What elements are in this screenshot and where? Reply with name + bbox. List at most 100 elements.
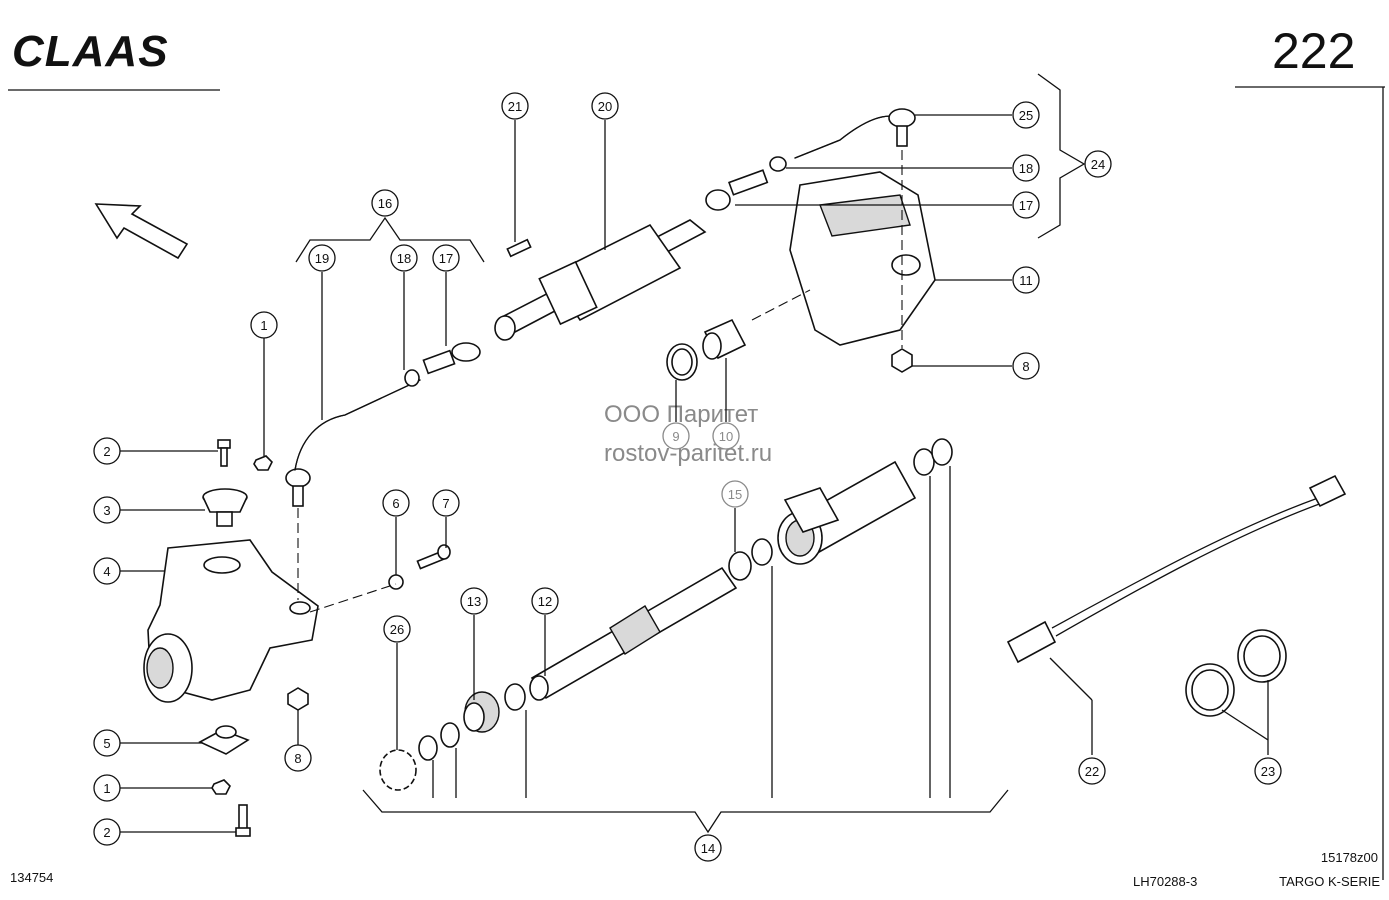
callout-19: 19	[308, 244, 336, 272]
callout-1-upper: 1	[250, 311, 278, 339]
watermark-website: rostov-paritet.ru	[604, 440, 772, 467]
svg-text:13: 13	[467, 594, 481, 609]
page-number: 222	[1272, 23, 1355, 79]
cylinder-tube-lower	[777, 460, 917, 565]
callout-26: 26	[383, 615, 411, 643]
callout-1-lower: 1	[93, 774, 121, 802]
svg-text:6: 6	[392, 496, 399, 511]
callout-15: 15	[721, 480, 749, 508]
footer-series: TARGO K-SERIE	[1279, 874, 1380, 889]
svg-text:5: 5	[103, 736, 110, 751]
nut-8-upper	[891, 348, 913, 373]
callout-18-upper: 18	[1012, 154, 1040, 182]
svg-text:18: 18	[397, 251, 411, 266]
callout-12: 12	[531, 587, 559, 615]
callout-24: 24	[1084, 150, 1112, 178]
piston-13	[463, 691, 500, 733]
callout-21: 21	[501, 92, 529, 120]
callout-8-lower: 8	[284, 744, 312, 772]
washer-18-left	[404, 369, 420, 387]
callout-11: 11	[1012, 266, 1040, 294]
svg-text:12: 12	[538, 594, 552, 609]
svg-text:4: 4	[103, 564, 110, 579]
sensor-22	[1006, 474, 1347, 664]
svg-text:18: 18	[1019, 161, 1033, 176]
svg-text:3: 3	[103, 503, 110, 518]
svg-text:23: 23	[1261, 764, 1275, 779]
footer: 134754 15178z00 LH70288-3 TARGO K-SERIE	[10, 850, 1380, 889]
callout-16: 16	[371, 189, 399, 217]
callout-22: 22	[1078, 757, 1106, 785]
pivot-housing-11	[751, 171, 936, 346]
hydraulic-pipe-19	[294, 379, 421, 471]
callout-23: 23	[1254, 757, 1282, 785]
callout-9: 9	[662, 422, 690, 450]
svg-text:1: 1	[260, 318, 267, 333]
header: CLAAS 222	[8, 23, 1385, 880]
steering-knuckle	[143, 539, 319, 703]
banjo-bolt-25	[888, 108, 916, 147]
callout-13: 13	[460, 587, 488, 615]
svg-text:7: 7	[442, 496, 449, 511]
callout-2-lower: 2	[93, 818, 121, 846]
lower-pivot-cap	[198, 725, 250, 755]
svg-text:22: 22	[1085, 764, 1099, 779]
callout-2-upper: 2	[93, 437, 121, 465]
piston-rod-12	[529, 566, 738, 701]
banjo-bolt-lower	[285, 468, 311, 711]
svg-text:14: 14	[701, 841, 715, 856]
washer-6	[388, 574, 404, 590]
callout-6: 6	[382, 489, 410, 517]
svg-text:1: 1	[103, 781, 110, 796]
callout-14: 14	[694, 834, 722, 862]
svg-text:16: 16	[378, 196, 392, 211]
callout-17-upper: 17	[1012, 191, 1040, 219]
footer-drawing-code: 15178z00	[1321, 850, 1378, 865]
svg-text:24: 24	[1091, 157, 1105, 172]
callout-20: 20	[591, 92, 619, 120]
callout-8-upper: 8	[1012, 352, 1040, 380]
retaining-ring-26	[379, 749, 417, 791]
footer-document-code: LH70288-3	[1133, 874, 1197, 889]
upper-pivot-cap	[202, 488, 248, 527]
callout-10: 10	[712, 422, 740, 450]
union-17-upper	[705, 169, 769, 211]
svg-text:2: 2	[103, 444, 110, 459]
svg-text:15: 15	[728, 487, 742, 502]
seal-rings	[418, 438, 953, 761]
svg-text:19: 19	[315, 251, 329, 266]
leader-lines	[119, 73, 1269, 834]
part-drawings	[143, 108, 1347, 837]
direction-arrow-icon	[94, 203, 189, 260]
hose-clamps-23	[1185, 629, 1287, 717]
svg-text:8: 8	[1022, 359, 1029, 374]
watermark: ООО Паритет rostov-paritet.ru	[604, 401, 772, 467]
callout-18-left: 18	[390, 244, 418, 272]
svg-text:9: 9	[672, 429, 679, 444]
svg-text:21: 21	[508, 99, 522, 114]
svg-text:17: 17	[1019, 198, 1033, 213]
callout-17-left: 17	[432, 244, 460, 272]
callout-3: 3	[93, 496, 121, 524]
cylinder-body-20	[494, 219, 707, 341]
callout-7: 7	[432, 489, 460, 517]
grub-screw-21	[506, 238, 532, 258]
callout-4: 4	[93, 557, 121, 585]
svg-text:8: 8	[294, 751, 301, 766]
bushing-10	[702, 318, 747, 360]
washer-18-upper	[769, 156, 787, 172]
claas-logo: CLAAS	[12, 27, 169, 76]
svg-text:25: 25	[1019, 108, 1033, 123]
svg-text:10: 10	[719, 429, 733, 444]
nuts-1	[211, 455, 273, 795]
union-17-left	[422, 342, 481, 375]
callout-25: 25	[1012, 101, 1040, 129]
svg-text:11: 11	[1019, 273, 1033, 288]
svg-text:17: 17	[439, 251, 453, 266]
callouts: 1 2 3 4 5 1 2 8 16 19 18 17 21 20 9 10 2…	[93, 92, 1282, 862]
bolt-7	[416, 544, 451, 570]
svg-text:26: 26	[390, 622, 404, 637]
footer-left-code: 134754	[10, 870, 53, 885]
svg-text:2: 2	[103, 825, 110, 840]
